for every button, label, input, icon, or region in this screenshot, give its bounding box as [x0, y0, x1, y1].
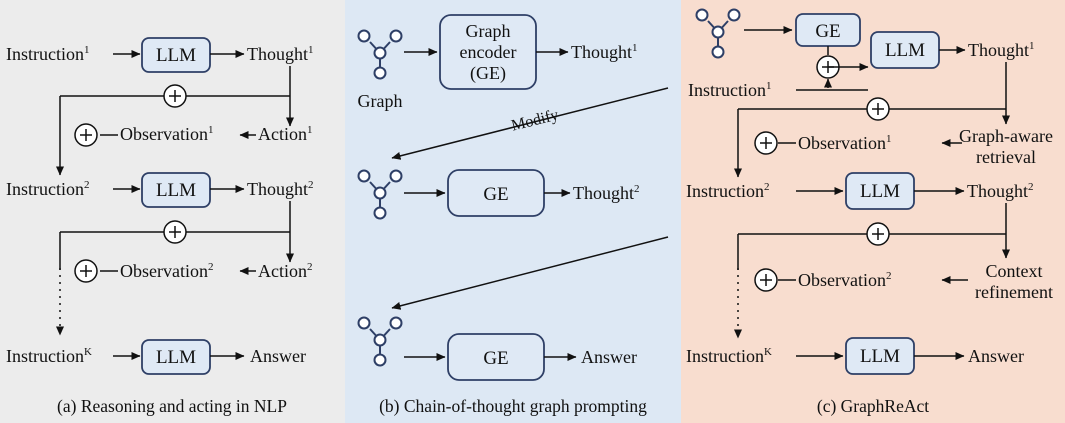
plus-icon-c4 — [754, 268, 778, 292]
llm-label-1: LLM — [156, 45, 196, 66]
thought-1-label-b: Thought1 — [571, 42, 638, 62]
instruction-2-label-c: Instruction2 — [686, 181, 770, 201]
caption-a: (a) Reasoning and acting in NLP — [57, 396, 287, 416]
plus-icon-a3 — [163, 220, 187, 244]
llm-label-c1: LLM — [885, 40, 925, 61]
llm-box-2 — [141, 172, 211, 208]
ge-label-b2: GE — [483, 348, 508, 369]
plus-icon-c2 — [754, 131, 778, 155]
thought-2-label: Thought2 — [247, 179, 314, 199]
answer-label-c: Answer — [968, 346, 1024, 366]
caption-c: (c) GraphReAct — [817, 396, 929, 416]
plus-icon-c3 — [866, 222, 890, 246]
plus-icon-c1 — [866, 97, 890, 121]
instruction-1-label: Instruction1 — [6, 44, 90, 64]
graph-label: Graph — [358, 91, 403, 111]
llm-label-c2: LLM — [860, 181, 900, 202]
llm-box-k — [141, 339, 211, 375]
observation-1-label-c: Observation1 — [798, 133, 891, 153]
encoder-line-2: encoder — [460, 42, 517, 62]
thought-1-label-c: Thought1 — [968, 40, 1035, 60]
thought-2-label-b: Thought2 — [573, 183, 640, 203]
panel-b: Graph Graph encoder (GE) Thought1 Modify… — [357, 14, 669, 416]
observation-2-label: Observation2 — [120, 261, 213, 281]
ge-label-b1: GE — [483, 184, 508, 205]
ge-label-c: GE — [815, 21, 840, 42]
instruction-2-label: Instruction2 — [6, 179, 90, 199]
observation-1-label: Observation1 — [120, 124, 213, 144]
action-2-label: Action2 — [258, 261, 313, 281]
refine-line-1: Context — [986, 261, 1043, 281]
caption-b: (b) Chain-of-thought graph prompting — [379, 396, 647, 416]
instruction-k-label: InstructionK — [6, 346, 92, 366]
answer-label-b: Answer — [581, 347, 637, 367]
answer-label-a: Answer — [250, 346, 306, 366]
llm-label-ck: LLM — [860, 346, 900, 367]
encoder-line-3: (GE) — [470, 63, 506, 84]
retrieval-line-2: retrieval — [976, 147, 1036, 167]
retrieval-line-1: Graph-aware — [959, 126, 1053, 146]
plus-icon-a4 — [74, 259, 98, 283]
llm-box-1 — [141, 37, 211, 73]
instruction-k-label-c: InstructionK — [686, 346, 772, 366]
panel-a: Instruction1 LLM Thought1 Action1 Observ… — [6, 37, 314, 416]
thought-2-label-c: Thought2 — [967, 181, 1034, 201]
llm-label-k: LLM — [156, 347, 196, 368]
llm-label-2: LLM — [156, 180, 196, 201]
refine-line-2: refinement — [975, 282, 1053, 302]
plus-icon-a1 — [163, 84, 187, 108]
thought-1-label: Thought1 — [247, 44, 314, 64]
instruction-1-label-c: Instruction1 — [688, 80, 772, 100]
plus-icon-a2 — [74, 123, 98, 147]
action-1-label: Action1 — [258, 124, 313, 144]
observation-2-label-c: Observation2 — [798, 270, 891, 290]
encoder-line-1: Graph — [466, 21, 511, 41]
panel-c: GE LLM Thought1 Instruction1 Graph-aware… — [686, 8, 1053, 416]
